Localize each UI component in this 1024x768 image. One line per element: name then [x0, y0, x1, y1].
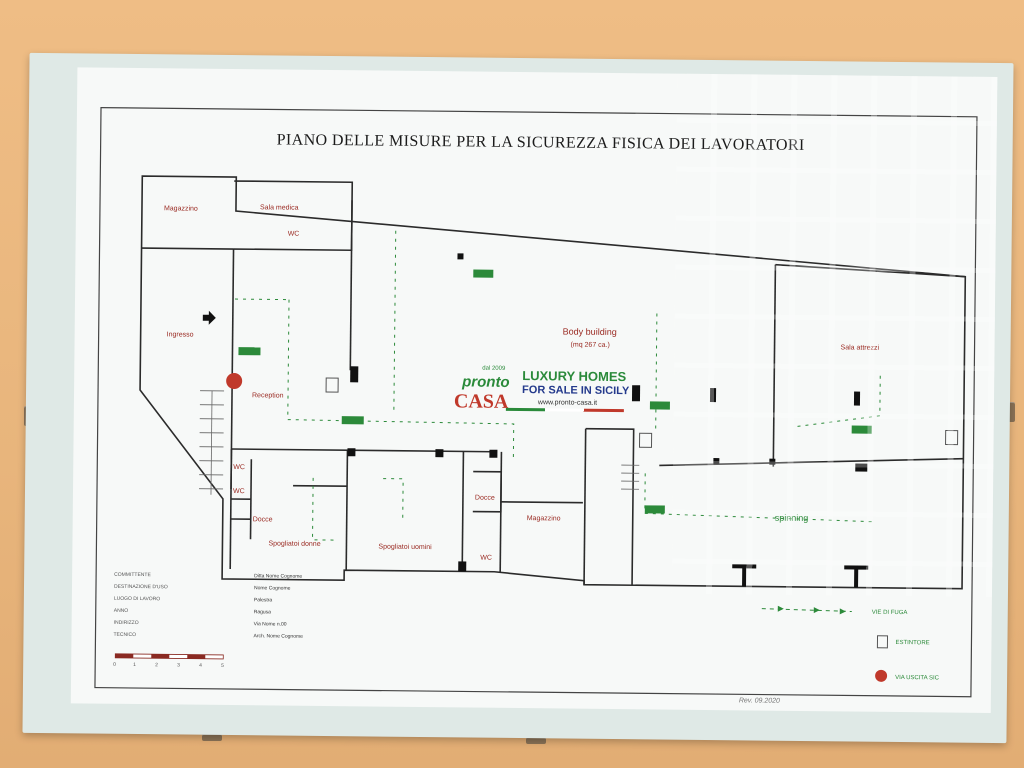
- room-label-sala-medica: Sala medica: [260, 204, 299, 211]
- room-label-wc-3: WC: [480, 555, 492, 562]
- watermark-casa: CASA: [453, 390, 509, 413]
- room-label-sala-right: Sala attrezzi: [841, 344, 880, 351]
- legend-estintore-icon: [876, 635, 889, 649]
- info-block-values: Ditta Nome Cognome Nome Cognome Palestra…: [253, 573, 303, 640]
- scale-tick-3: 3: [177, 662, 180, 668]
- scale-tick-0: 0: [113, 662, 116, 668]
- info-value-2: Nome Cognome: [254, 585, 291, 591]
- room-label-spogliatoi-uomini: Spogliatoi uomini: [378, 544, 432, 552]
- extinguisher-marker: [325, 377, 339, 393]
- info-value-6: Arch. Nome Cognome: [253, 633, 303, 640]
- room-label-docce-2: Docce: [253, 516, 273, 523]
- watermark-for-sale: FOR SALE IN SICILY: [522, 384, 630, 398]
- room-label-reception: Reception: [252, 392, 284, 399]
- info-value-5: Via Nome n.00: [254, 621, 287, 627]
- legend-estintore: ESTINTORE: [895, 640, 929, 646]
- scale-tick-2: 2: [155, 662, 158, 668]
- watermark-url: www.pronto-casa.it: [537, 399, 598, 407]
- info-value-3: Palestra: [254, 597, 273, 603]
- frame-clip-right: [1008, 402, 1015, 422]
- room-label-ingresso: Ingresso: [167, 331, 194, 338]
- room-labels: Magazzino Sala medica WC Ingresso Recept…: [164, 204, 880, 562]
- legend-uscita: VIA USCITA SIC: [895, 675, 940, 681]
- frame-clip-bottom-middle: [526, 737, 546, 744]
- room-label-spogliatoi-donne: Spogliatoi donne: [268, 540, 320, 548]
- info-value-1: Ditta Nome Cognome: [254, 573, 302, 580]
- watermark-small-text: dal 2009: [482, 365, 506, 372]
- info-block-labels: COMMITTENTE DESTINAZIONE D'USO LUOGO DI …: [113, 572, 168, 638]
- room-label-magazzino-bottom: Magazzino: [527, 515, 561, 522]
- extinguisher-marker-2: [638, 432, 653, 448]
- room-label-wc-2: WC: [233, 488, 245, 495]
- frame-clip-bottom-left: [202, 734, 222, 741]
- glass-frame: Magazzino Sala medica WC Ingresso Recept…: [22, 52, 1014, 744]
- building-walls: [139, 175, 967, 590]
- room-label-body-building: Body building: [563, 326, 617, 337]
- room-label-magazzino-top: Magazzino: [164, 205, 198, 212]
- room-label-wc-1: WC: [233, 464, 245, 471]
- scale-ticks: 0 1 2 3 4 5: [113, 662, 224, 669]
- poster-border: [94, 107, 978, 698]
- floor-plan-poster: Magazzino Sala medica WC Ingresso Recept…: [70, 67, 998, 713]
- emergency-marker: [226, 373, 243, 390]
- legend: VIE DI FUGA ESTINTORE VIA USCITA SIC: [761, 605, 940, 682]
- stair-grid: [199, 390, 640, 495]
- info-value-4: Ragusa: [254, 609, 272, 615]
- watermark: dal 2009 pronto CASA LUXURY HOMES FOR SA…: [454, 363, 635, 417]
- room-label-spinning: spinning: [775, 513, 809, 523]
- info-label-3: LUOGO DI LAVORO: [114, 596, 160, 602]
- scale-bar: [114, 653, 224, 660]
- room-label-wc-top: WC: [288, 231, 300, 238]
- room-label-body-building-area: (mq 267 ca.): [571, 342, 610, 349]
- handwritten-note: Rev. 09.2020: [739, 697, 780, 704]
- room-label-docce-1: Docce: [475, 495, 495, 502]
- entrance-arrow: [202, 310, 216, 325]
- watermark-pronto: pronto: [462, 373, 510, 391]
- watermark-luxury-homes: LUXURY HOMES: [522, 368, 627, 385]
- info-label-4: ANNO: [114, 608, 129, 614]
- pillars: [347, 253, 869, 588]
- legend-vie-di-fuga: VIE DI FUGA: [872, 610, 908, 616]
- scale-tick-5: 5: [221, 663, 224, 669]
- exit-signs: [238, 269, 872, 514]
- floor-plan-drawing: Magazzino Sala medica WC Ingresso Recept…: [94, 107, 978, 705]
- watermark-flag-stripe: [505, 407, 624, 413]
- info-label-6: TECNICO: [113, 632, 136, 638]
- info-label-1: COMMITTENTE: [114, 572, 151, 578]
- extinguisher-marker-3: [945, 429, 959, 446]
- legend-uscita-icon: [875, 669, 888, 682]
- scale-tick-1: 1: [133, 662, 136, 668]
- info-label-5: INDIRIZZO: [114, 620, 139, 626]
- escape-routes: [235, 230, 881, 541]
- info-label-2: DESTINAZIONE D'USO: [114, 584, 168, 591]
- scale-tick-4: 4: [199, 663, 202, 669]
